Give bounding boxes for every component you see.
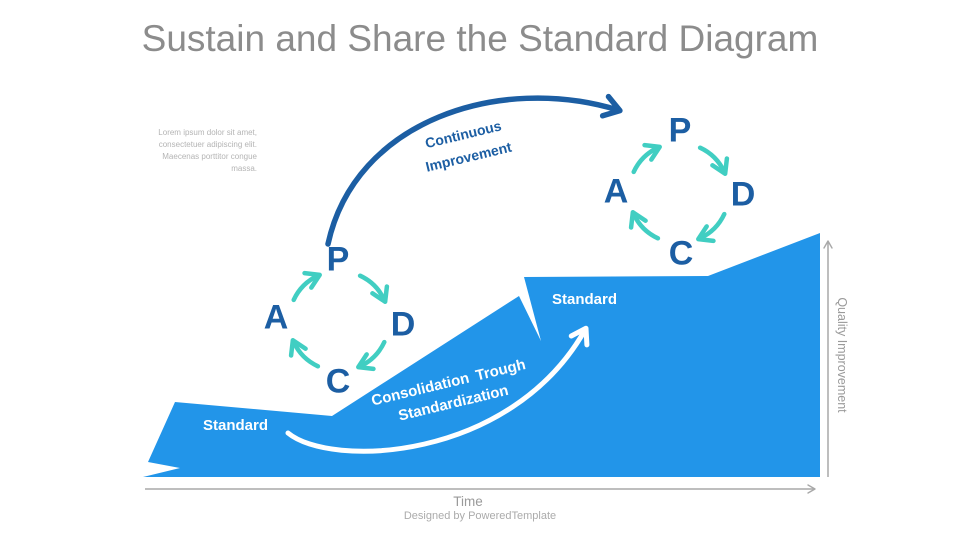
page-title: Sustain and Share the Standard Diagram <box>141 18 819 59</box>
standard-label-lower: Standard <box>203 417 269 434</box>
pdca-cycle-2-arcs <box>628 142 730 244</box>
pdca2-act-letter: A <box>603 172 629 211</box>
pdca2-check-letter: C <box>668 234 694 273</box>
description-text: Lorem ipsum dolor sit amet, consectetuer… <box>100 127 257 175</box>
standardization-arrow <box>285 325 590 454</box>
pdca1-plan-letter: P <box>326 240 350 279</box>
pdca-arc-p-d <box>697 145 730 176</box>
pdca-arc-a-p <box>291 270 322 303</box>
pdca1-check-letter: C <box>325 362 351 401</box>
pdca-arc-a-p <box>631 142 662 175</box>
quality-axis-label: Quality Improvement <box>835 297 849 413</box>
staircase-shape <box>143 233 820 477</box>
pdca-arc-p-d <box>357 273 390 304</box>
pdca-arc-c-a <box>628 210 661 241</box>
continuous-improvement-arrow <box>325 93 623 247</box>
pdca-arc-d-c <box>356 339 387 372</box>
standard-label-upper: Standard <box>552 291 618 308</box>
time-axis-label: Time <box>453 494 483 509</box>
pdca-cycle-1-arcs <box>288 270 390 372</box>
description-line: Lorem ipsum dolor sit amet, <box>158 128 257 137</box>
description-line: consectetuer adipiscing elit. <box>158 140 257 149</box>
footer-credit: Designed by PoweredTemplate <box>403 510 557 522</box>
pdca-arc-d-c <box>696 211 727 244</box>
pdca2-do-letter: D <box>730 175 756 214</box>
pdca2-plan-letter: P <box>668 111 692 150</box>
pdca-arc-c-a <box>288 338 321 369</box>
pdca1-do-letter: D <box>390 305 416 344</box>
description-line: massa. <box>231 164 257 173</box>
description-line: Maecenas porttitor congue <box>162 152 257 161</box>
pdca1-act-letter: A <box>263 298 289 337</box>
